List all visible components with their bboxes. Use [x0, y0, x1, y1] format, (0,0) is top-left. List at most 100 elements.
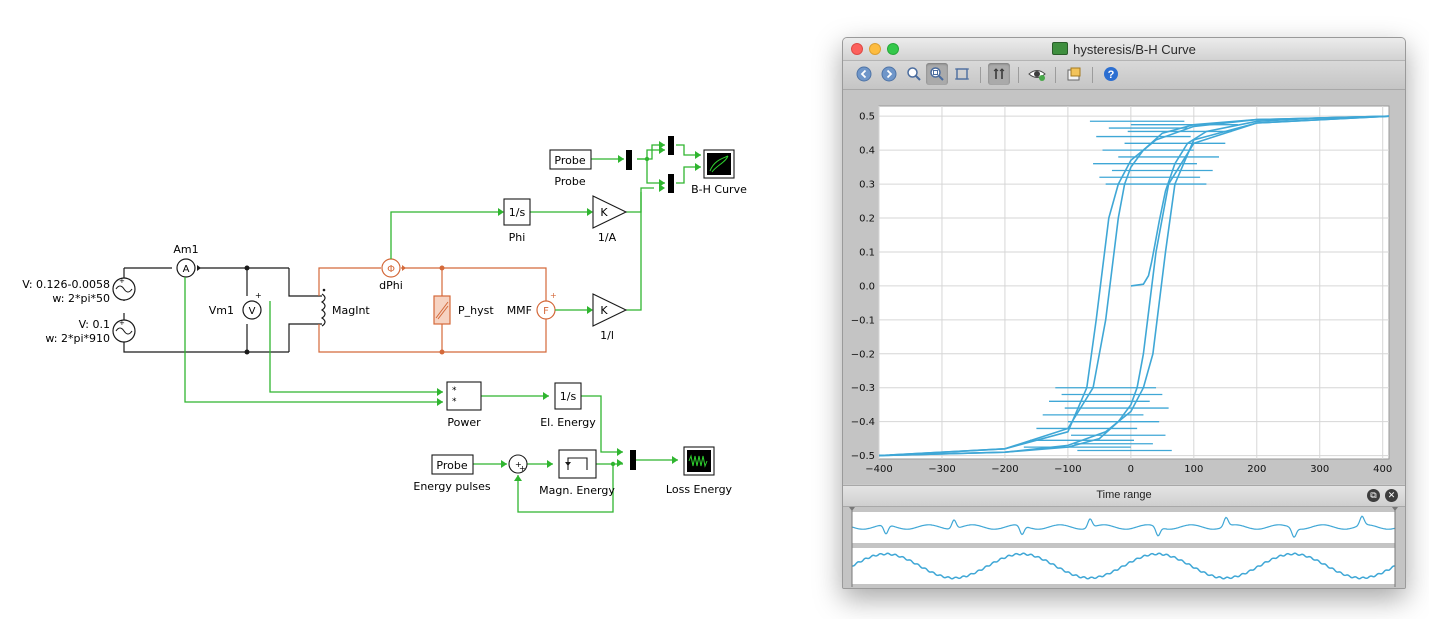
close-icon[interactable]: ✕	[1385, 489, 1398, 502]
integrator-phi-label: Phi	[509, 231, 526, 244]
scope-window: hysteresis/B-H Curve ?	[842, 37, 1406, 589]
range-handle-markers[interactable]	[849, 507, 1398, 511]
y-tick-label: −0.2	[851, 349, 875, 360]
close-window-button[interactable]	[851, 43, 863, 55]
y-tick-label: 0.0	[859, 281, 875, 292]
source1-w-label: w: 2*pi*50	[52, 292, 110, 305]
svg-text:V: V	[249, 306, 256, 317]
svg-text:Probe: Probe	[554, 154, 585, 167]
circuit-diagram: + V: 0.126-0.0058 w: 2*pi*50 + V: 0.1 w:…	[22, 136, 747, 513]
ammeter[interactable]: A	[176, 258, 201, 278]
probe-energy-pulses[interactable]: Probe	[431, 454, 474, 475]
y-tick-labels: 0.50.40.30.20.10.0−0.1−0.2−0.3−0.4−0.5	[851, 112, 875, 462]
mux-bar-top[interactable]	[668, 136, 674, 155]
demux-bar[interactable]	[626, 150, 632, 170]
x-tick-label: 300	[1310, 464, 1329, 475]
toolbar-separator	[1055, 67, 1056, 83]
flux-meter[interactable]: Φ	[381, 258, 406, 278]
svg-text:?: ?	[1108, 69, 1115, 81]
overview-track-1	[852, 512, 1395, 543]
series-line	[1130, 115, 1390, 287]
grid-lines	[878, 106, 1389, 459]
undock-icon[interactable]: ⧉	[1367, 489, 1380, 502]
probe-label: Probe	[554, 175, 585, 188]
scope-bh-label: B-H Curve	[691, 183, 747, 196]
magn-energy-block[interactable]	[558, 449, 597, 479]
scope-loss[interactable]	[683, 446, 715, 476]
hysteresis-label: P_hyst	[458, 304, 494, 317]
toolbar-separator	[980, 67, 981, 83]
minimize-window-button[interactable]	[869, 43, 881, 55]
winding-label: MagInt	[332, 304, 370, 317]
svg-text:Probe: Probe	[436, 459, 467, 472]
magnetic-winding[interactable]	[320, 288, 326, 327]
toolbar: ?	[843, 61, 1405, 90]
x-tick-label: −400	[865, 464, 892, 475]
time-range-label: Time range	[1096, 489, 1152, 501]
power-label: Power	[447, 416, 481, 429]
svg-text:+: +	[119, 319, 125, 327]
gain-1-over-a[interactable]: K	[592, 195, 628, 229]
sum-block[interactable]: + +	[508, 454, 528, 474]
time-range-bar: Time range ⧉ ✕	[843, 485, 1405, 507]
magn-energy-label: Magn. Energy	[539, 484, 615, 497]
integrator-el-energy[interactable]: 1/s	[554, 382, 582, 410]
mmf-meter[interactable]: F +	[536, 291, 557, 320]
y-tick-label: 0.1	[859, 247, 875, 258]
scope-loss-label: Loss Energy	[666, 483, 733, 496]
back-icon[interactable]	[853, 63, 875, 85]
source1-v-label: V: 0.126-0.0058	[22, 278, 110, 291]
gain-a-label: 1/A	[598, 231, 617, 244]
voltmeter[interactable]: V +	[242, 291, 262, 320]
integrator-phi[interactable]: 1/s	[503, 198, 531, 226]
time-range-overview[interactable]	[843, 507, 1405, 588]
source2-w-label: w: 2*pi*910	[45, 332, 110, 345]
help-icon[interactable]: ?	[1100, 63, 1122, 85]
x-tick-label: 400	[1373, 464, 1392, 475]
probe-block[interactable]: Probe	[549, 149, 592, 170]
overview-trace-2	[852, 552, 1395, 580]
x-tick-label: −100	[1054, 464, 1081, 475]
svg-text:+: +	[119, 277, 125, 285]
x-tick-label: −200	[991, 464, 1018, 475]
svg-text:+: +	[519, 464, 526, 473]
zoom-icon[interactable]	[903, 63, 925, 85]
signal-arrows	[437, 141, 701, 481]
overview-trace-1	[851, 515, 1396, 539]
svg-text:K: K	[600, 206, 608, 219]
ac-source-1[interactable]: +	[112, 277, 136, 301]
ammeter-label: Am1	[173, 243, 198, 256]
svg-text:*: *	[452, 397, 457, 407]
voltmeter-label: Vm1	[209, 304, 234, 317]
y-tick-label: −0.4	[851, 417, 875, 428]
visibility-icon[interactable]	[1026, 63, 1048, 85]
y-tick-label: 0.2	[859, 214, 875, 225]
svg-text:+: +	[550, 291, 557, 300]
series-line	[878, 115, 1390, 457]
svg-text:K: K	[600, 304, 608, 317]
mux-bar-loss[interactable]	[630, 450, 636, 470]
cursors-icon[interactable]	[988, 63, 1010, 85]
zoom-fit-icon[interactable]	[926, 63, 948, 85]
mmf-label: MMF	[507, 304, 532, 317]
x-tick-label: 0	[1128, 464, 1134, 475]
export-icon[interactable]	[1063, 63, 1085, 85]
svg-text:+: +	[515, 460, 522, 469]
sine-icon	[115, 285, 133, 293]
time-range-area	[843, 507, 1405, 588]
gain-1-over-l[interactable]: K	[592, 293, 628, 327]
range-handles[interactable]	[851, 507, 1396, 587]
power-block[interactable]: * *	[446, 381, 482, 411]
series-line	[878, 115, 1390, 457]
svg-text:F: F	[543, 306, 549, 317]
scope-bh[interactable]	[703, 149, 735, 179]
y-tick-label: −0.1	[851, 315, 875, 326]
forward-icon[interactable]	[878, 63, 900, 85]
scope-icon	[1052, 42, 1069, 55]
mux-bar-bottom[interactable]	[668, 174, 674, 193]
autoscale-icon[interactable]	[951, 63, 973, 85]
zoom-window-button[interactable]	[887, 43, 899, 55]
hysteresis-element[interactable]	[433, 295, 451, 325]
ac-source-2[interactable]: +	[112, 319, 136, 343]
